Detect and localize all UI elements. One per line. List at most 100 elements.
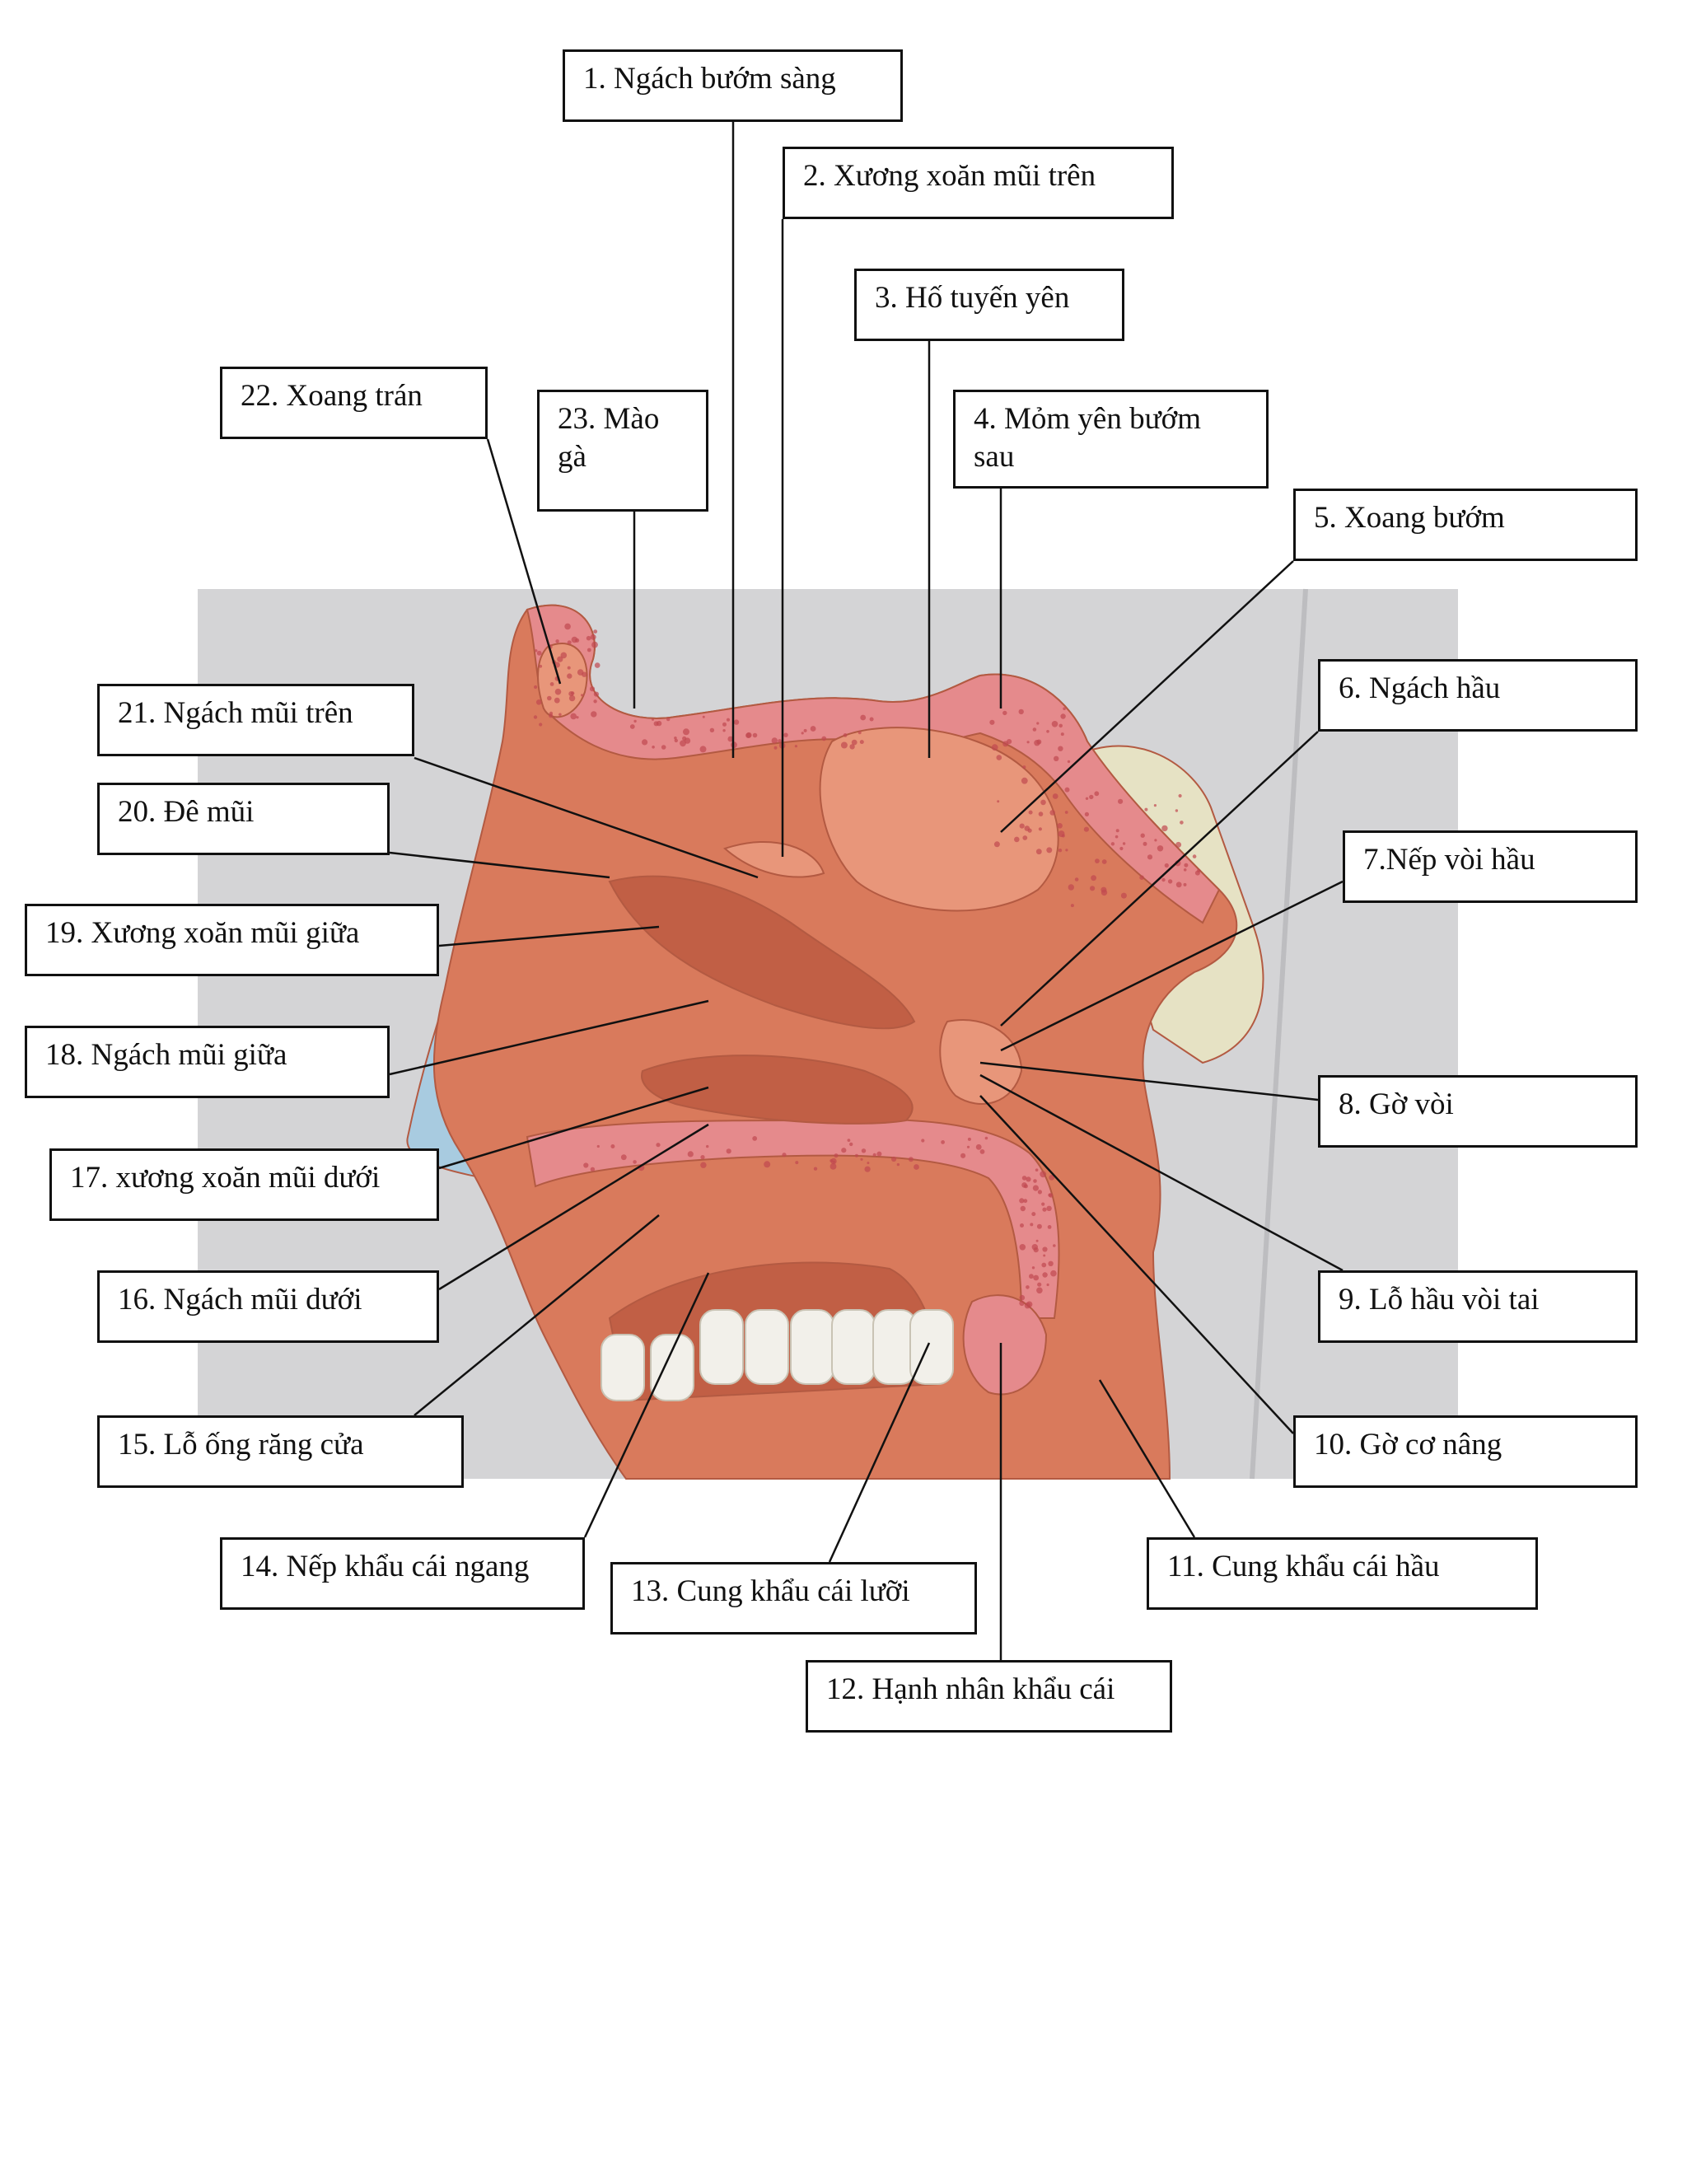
tooth bbox=[909, 1309, 954, 1385]
bone-spot bbox=[1085, 797, 1089, 800]
bone-spot bbox=[1019, 1294, 1026, 1301]
sphenoid-sinus-cavity bbox=[819, 727, 1059, 912]
bone-spot bbox=[908, 1157, 914, 1162]
tooth bbox=[831, 1309, 876, 1385]
bone-spot bbox=[1058, 723, 1063, 728]
bone-spot bbox=[1167, 879, 1173, 884]
bone-spot bbox=[773, 746, 778, 750]
leader-line-7 bbox=[1000, 880, 1344, 1052]
bone-spot bbox=[858, 731, 862, 735]
bone-spot bbox=[1068, 884, 1075, 891]
bone-spot bbox=[1019, 1300, 1025, 1307]
bone-spot bbox=[567, 640, 572, 645]
bone-spot bbox=[1057, 823, 1063, 829]
bone-spot bbox=[975, 1143, 982, 1150]
bone-spot bbox=[1029, 1274, 1034, 1279]
bone-spot bbox=[829, 1163, 837, 1170]
bone-spot bbox=[841, 1148, 847, 1153]
bone-spot bbox=[1049, 810, 1055, 816]
bone-spot bbox=[570, 713, 577, 720]
bone-spot bbox=[1046, 1283, 1049, 1287]
tooth bbox=[600, 1334, 645, 1401]
bone-spot bbox=[1036, 1287, 1043, 1294]
bone-spot bbox=[752, 732, 758, 738]
bone-spot bbox=[1049, 1175, 1055, 1181]
bone-spot bbox=[1183, 882, 1187, 886]
bone-spot bbox=[1032, 1185, 1039, 1191]
bone-spot bbox=[1058, 746, 1063, 751]
bone-spot bbox=[1018, 709, 1024, 715]
bone-spot bbox=[727, 736, 734, 742]
bone-spot bbox=[1028, 810, 1033, 815]
bone-spot bbox=[1143, 841, 1147, 846]
bone-spot bbox=[1067, 760, 1071, 764]
bone-spot bbox=[810, 726, 816, 732]
bone-spot bbox=[535, 649, 538, 652]
bone-spot bbox=[1070, 904, 1074, 908]
bone-spot bbox=[1024, 1302, 1031, 1309]
bone-spot bbox=[1020, 1223, 1024, 1228]
leader-line-10 bbox=[979, 1095, 1294, 1434]
bone-spot bbox=[683, 728, 689, 736]
label-8: 8. Gờ vòi bbox=[1318, 1075, 1638, 1148]
label-10: 10. Gờ cơ nâng bbox=[1293, 1415, 1638, 1488]
bone-spot bbox=[1035, 1168, 1039, 1172]
bone-spot bbox=[652, 746, 655, 749]
leader-line-16 bbox=[438, 1123, 709, 1291]
bone-spot bbox=[782, 1153, 787, 1157]
bone-spot bbox=[1090, 886, 1096, 891]
leader-line-15 bbox=[414, 1214, 660, 1416]
bone-spot bbox=[860, 1157, 863, 1161]
bone-spot bbox=[709, 727, 715, 732]
bone-spot bbox=[1115, 835, 1119, 839]
bone-spot bbox=[1019, 823, 1025, 829]
inferior-turbinate bbox=[641, 1055, 914, 1125]
bone-spot bbox=[1154, 839, 1157, 842]
bone-spot bbox=[1002, 710, 1007, 716]
bone-spot bbox=[1053, 1244, 1056, 1247]
bone-spot bbox=[967, 1137, 971, 1141]
leader-line-14 bbox=[583, 1272, 710, 1538]
bone-spot bbox=[984, 1136, 988, 1140]
leader-line-8 bbox=[979, 1061, 1319, 1101]
bone-spot bbox=[642, 739, 648, 746]
tooth bbox=[745, 1309, 789, 1385]
bone-spot bbox=[620, 1154, 627, 1161]
bone-spot bbox=[1064, 787, 1070, 793]
bone-spot bbox=[567, 673, 572, 679]
bone-spot bbox=[921, 1139, 925, 1143]
bone-spot bbox=[1041, 1262, 1047, 1268]
bone-spot bbox=[764, 1161, 771, 1168]
bone-spot bbox=[706, 1144, 709, 1148]
bone-spot bbox=[594, 662, 600, 668]
leader-lines bbox=[389, 122, 1344, 1660]
bone-spot bbox=[1084, 811, 1089, 817]
bone-spot bbox=[1022, 835, 1028, 840]
bone-spot bbox=[539, 664, 543, 668]
bone-spot bbox=[564, 623, 571, 630]
leader-line-5 bbox=[1000, 560, 1294, 833]
leader-line-9 bbox=[979, 1073, 1344, 1272]
leader-line-17 bbox=[438, 1086, 709, 1170]
bone-spot bbox=[829, 1159, 834, 1162]
label-17: 17. xương xoăn mũi dưới bbox=[49, 1148, 439, 1221]
bone-spot bbox=[726, 718, 731, 722]
label-16: 16. Ngách mũi dưới bbox=[97, 1270, 439, 1343]
bone-spot bbox=[722, 722, 727, 727]
bone-spot bbox=[941, 1140, 945, 1144]
bone-spot bbox=[1161, 825, 1168, 832]
bone-spot bbox=[1038, 811, 1044, 816]
bone-spot bbox=[1050, 1270, 1057, 1277]
bone-spot bbox=[680, 740, 686, 747]
bone-spot bbox=[666, 717, 671, 722]
bone-spot bbox=[1040, 1171, 1047, 1178]
label-20: 20. Đê mũi bbox=[97, 783, 390, 855]
bone-spot bbox=[554, 688, 562, 695]
bone-spot bbox=[591, 711, 597, 718]
bone-spot bbox=[633, 1160, 637, 1164]
bone-spot bbox=[1041, 1202, 1045, 1206]
bone-spot bbox=[1026, 741, 1030, 744]
bone-spot bbox=[1060, 713, 1066, 719]
bone-spot bbox=[1094, 791, 1100, 797]
bone-spot bbox=[571, 636, 578, 643]
